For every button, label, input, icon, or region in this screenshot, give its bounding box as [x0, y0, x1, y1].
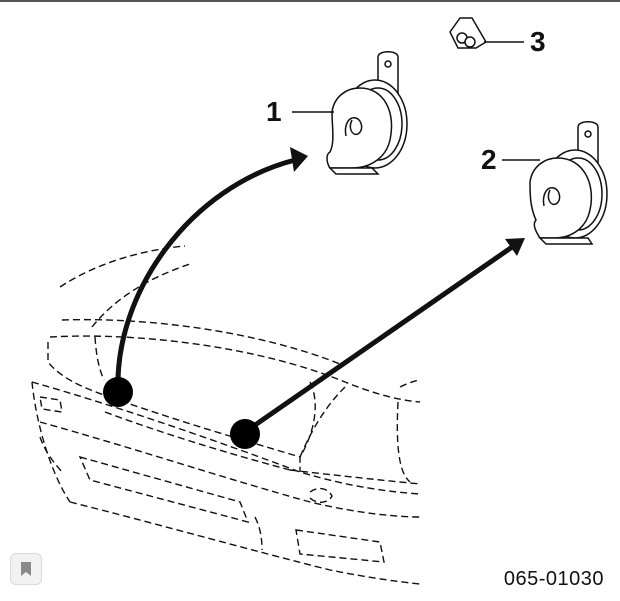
bookmark-icon: [21, 562, 31, 576]
part-3-nut: [449, 17, 488, 49]
horn-2: [529, 121, 608, 245]
location-arrows: [103, 147, 525, 449]
arrow-to-horn-1-head: [290, 147, 308, 172]
arrow-to-horn-2: [243, 242, 517, 435]
horn-1-location-dot: [103, 377, 133, 407]
callout-1-label: 1: [266, 96, 282, 127]
part-code: 065-01030: [503, 568, 604, 590]
bookmark-button[interactable]: [10, 553, 42, 585]
horn-1: [326, 51, 408, 175]
arrow-to-horn-1: [115, 157, 296, 391]
callout-2-label: 2: [481, 144, 497, 175]
arrow-to-horn-2-head: [505, 238, 525, 256]
callout-3-label: 3: [530, 26, 546, 57]
vehicle-front-outline: [31, 245, 421, 585]
horn-2-location-dot: [230, 419, 260, 449]
